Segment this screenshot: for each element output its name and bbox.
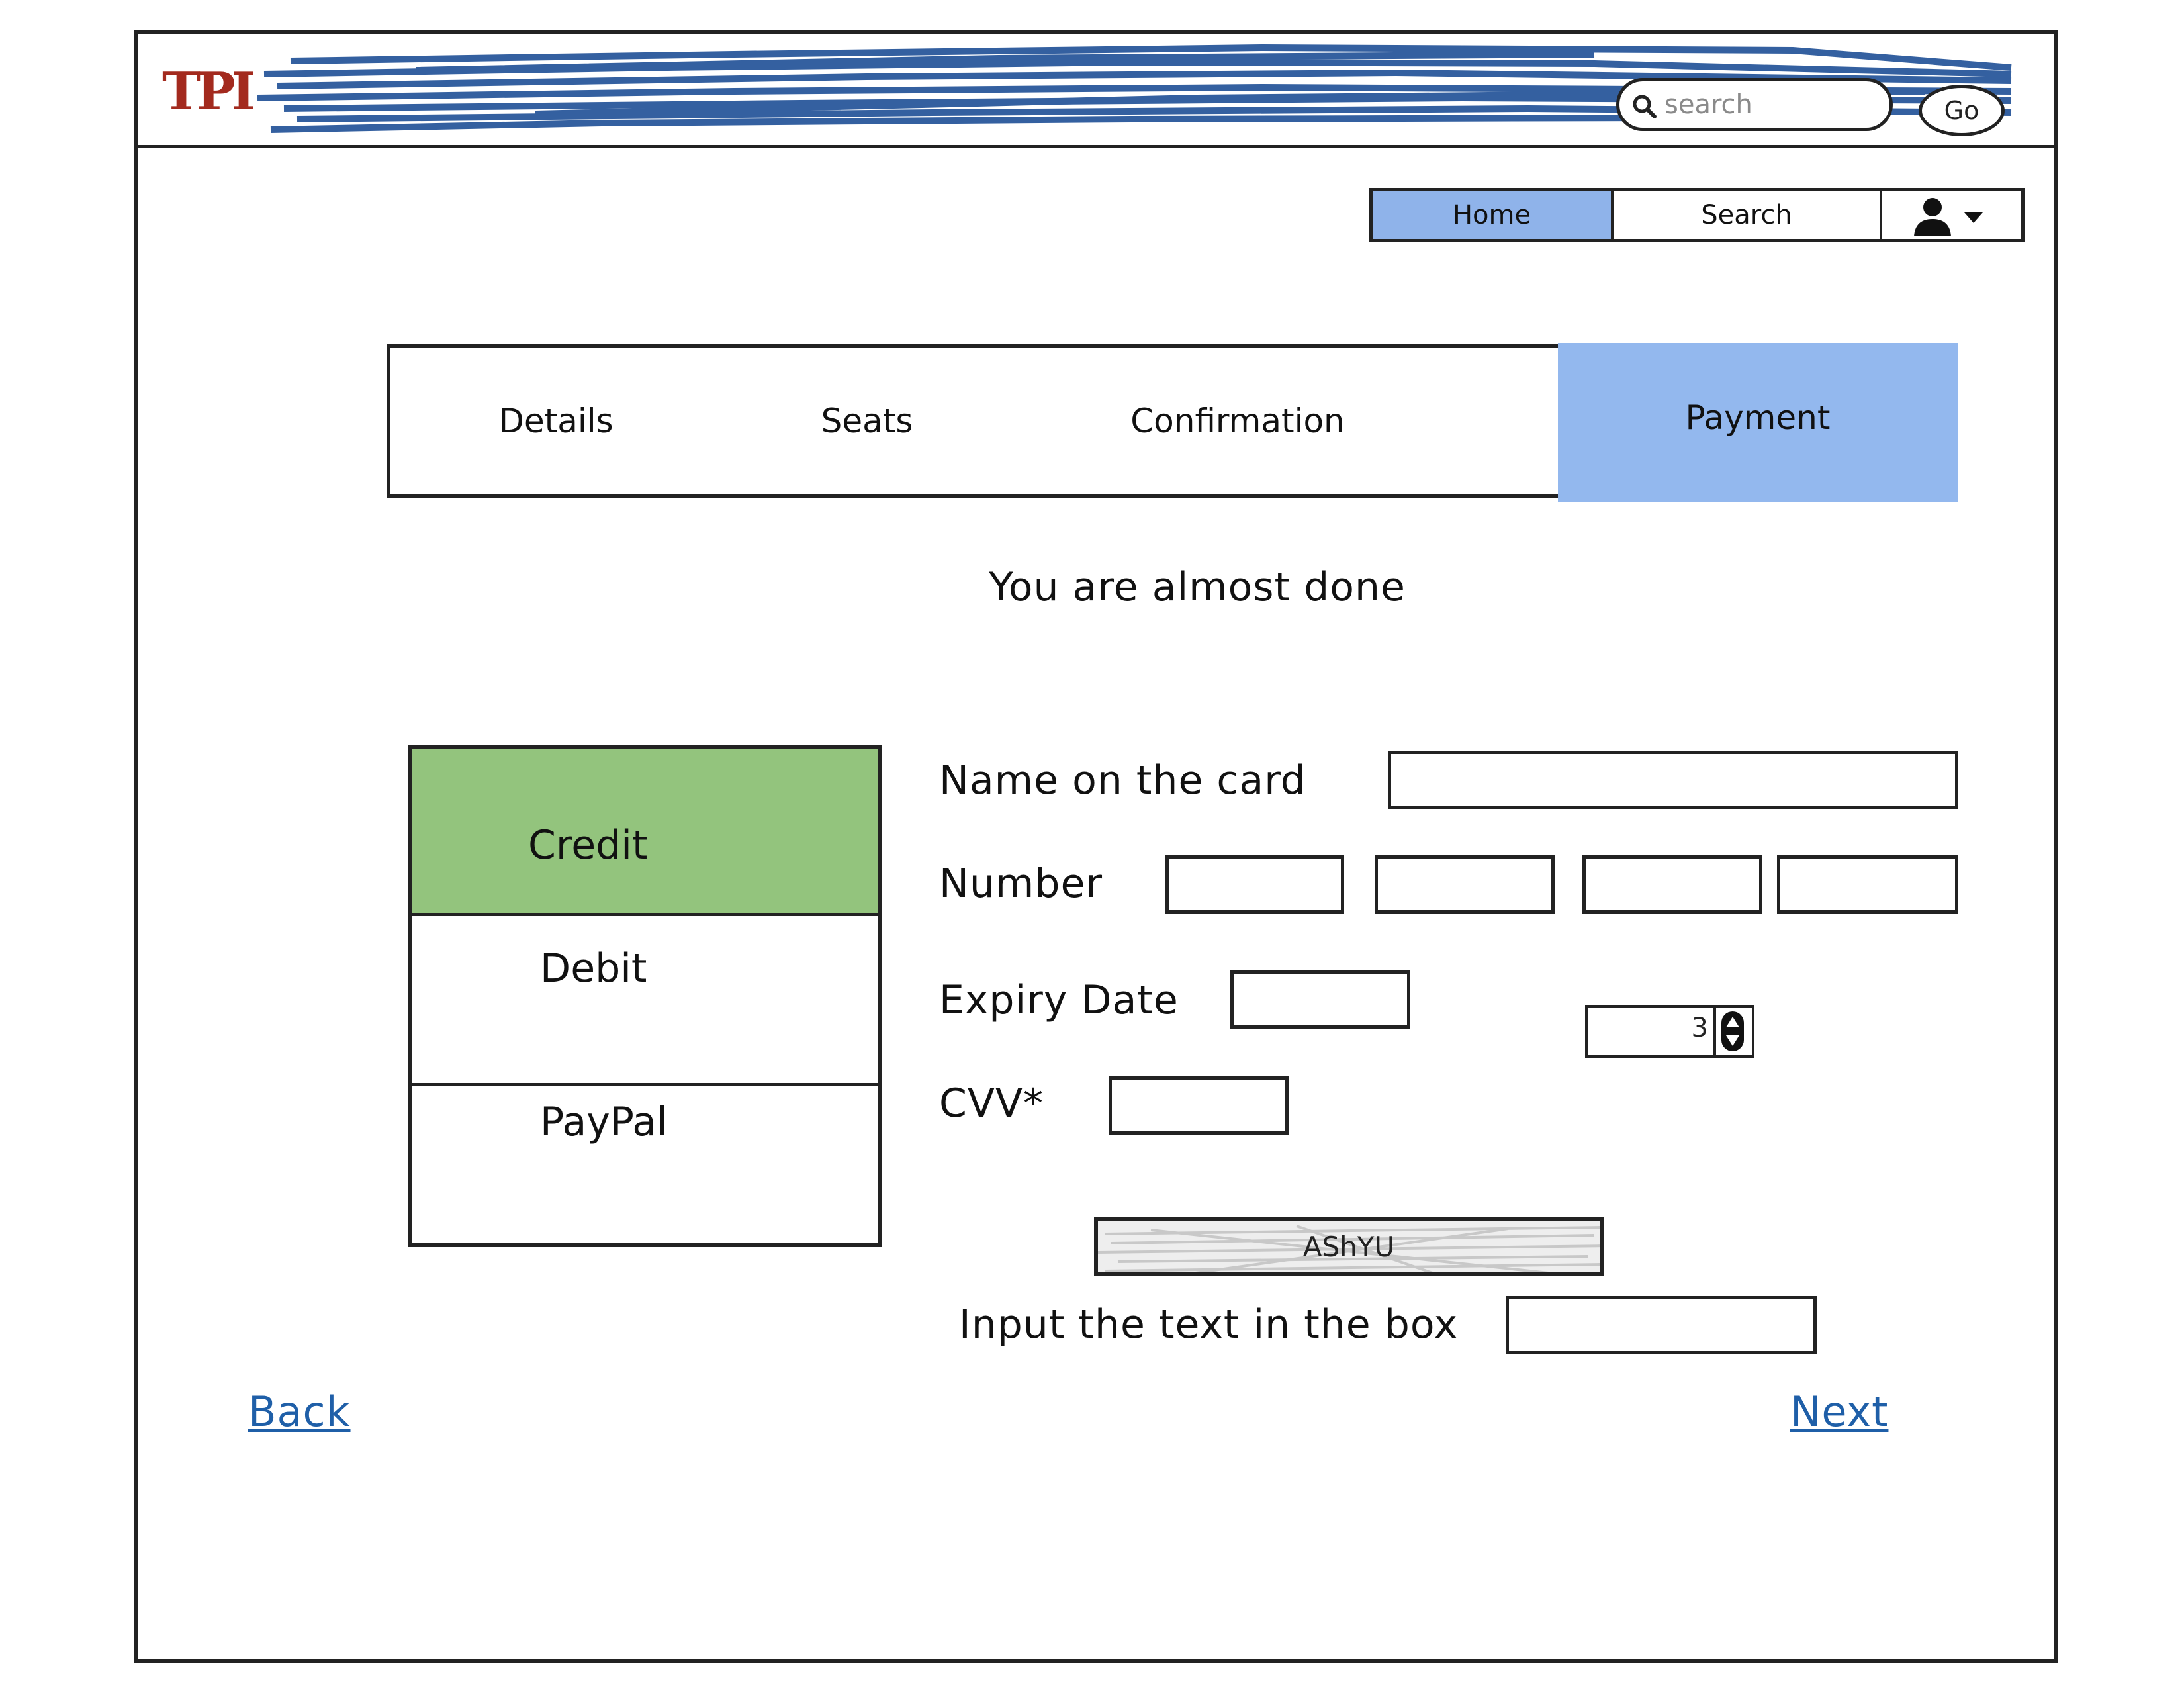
captcha-noise bbox=[1098, 1225, 1600, 1272]
browser-window: TPI Go Home Search Details Seats Confirm… bbox=[134, 30, 2058, 1663]
payment-method-list: Credit Debit PayPal bbox=[408, 745, 882, 1247]
captcha-image: AShYU bbox=[1094, 1217, 1604, 1276]
user-icon bbox=[1914, 198, 1983, 236]
stepper-value: 3 bbox=[1691, 1013, 1708, 1043]
checkout-steps: Details Seats Confirmation Payment bbox=[387, 343, 1958, 502]
cvv-label: CVV* bbox=[939, 1080, 1044, 1127]
up-down-arrows-icon bbox=[1721, 1011, 1744, 1051]
payment-method-paypal[interactable]: PayPal bbox=[540, 1099, 668, 1145]
cvv-input[interactable] bbox=[1109, 1076, 1289, 1135]
search-icon bbox=[1633, 95, 1657, 118]
card-number-input-1[interactable] bbox=[1165, 855, 1344, 914]
top-navigation: Home Search bbox=[1369, 188, 2025, 242]
user-menu-button[interactable] bbox=[1882, 191, 2021, 239]
nav-home[interactable]: Home bbox=[1373, 191, 1614, 239]
payment-method-credit[interactable]: Credit bbox=[412, 749, 878, 916]
chevron-down-icon bbox=[1964, 212, 1983, 223]
back-link[interactable]: Back bbox=[248, 1387, 351, 1436]
next-link[interactable]: Next bbox=[1790, 1387, 1889, 1436]
card-number-label: Number bbox=[939, 861, 1103, 907]
card-number-input-4[interactable] bbox=[1777, 855, 1958, 914]
payment-method-debit[interactable]: Debit bbox=[412, 916, 878, 1086]
card-number-input-3[interactable] bbox=[1582, 855, 1762, 914]
step-details[interactable]: Details bbox=[498, 402, 614, 440]
search-input[interactable] bbox=[1663, 88, 1878, 121]
site-header: TPI Go bbox=[138, 34, 2054, 148]
step-payment[interactable]: Payment bbox=[1558, 343, 1958, 502]
header-search-field[interactable] bbox=[1616, 78, 1893, 131]
card-number-input-2[interactable] bbox=[1375, 855, 1555, 914]
go-button[interactable]: Go bbox=[1919, 85, 2005, 136]
captcha-text: AShYU bbox=[1302, 1231, 1395, 1263]
name-on-card-input[interactable] bbox=[1388, 751, 1958, 809]
captcha-input[interactable] bbox=[1506, 1296, 1817, 1354]
tpi-logo: TPI bbox=[162, 62, 255, 122]
page-subtitle: You are almost done bbox=[989, 564, 1406, 610]
step-confirmation[interactable]: Confirmation bbox=[1130, 402, 1345, 440]
stepper-arrows[interactable] bbox=[1713, 1008, 1752, 1055]
header-scribble-decoration bbox=[257, 44, 2012, 133]
nav-search[interactable]: Search bbox=[1614, 191, 1882, 239]
name-on-card-label: Name on the card bbox=[939, 757, 1306, 804]
step-seats[interactable]: Seats bbox=[821, 402, 913, 440]
expiry-month-input[interactable] bbox=[1230, 970, 1410, 1029]
captcha-input-label: Input the text in the box bbox=[959, 1301, 1459, 1348]
expiry-year-stepper[interactable]: 3 bbox=[1585, 1005, 1754, 1058]
expiry-date-label: Expiry Date bbox=[939, 977, 1179, 1023]
